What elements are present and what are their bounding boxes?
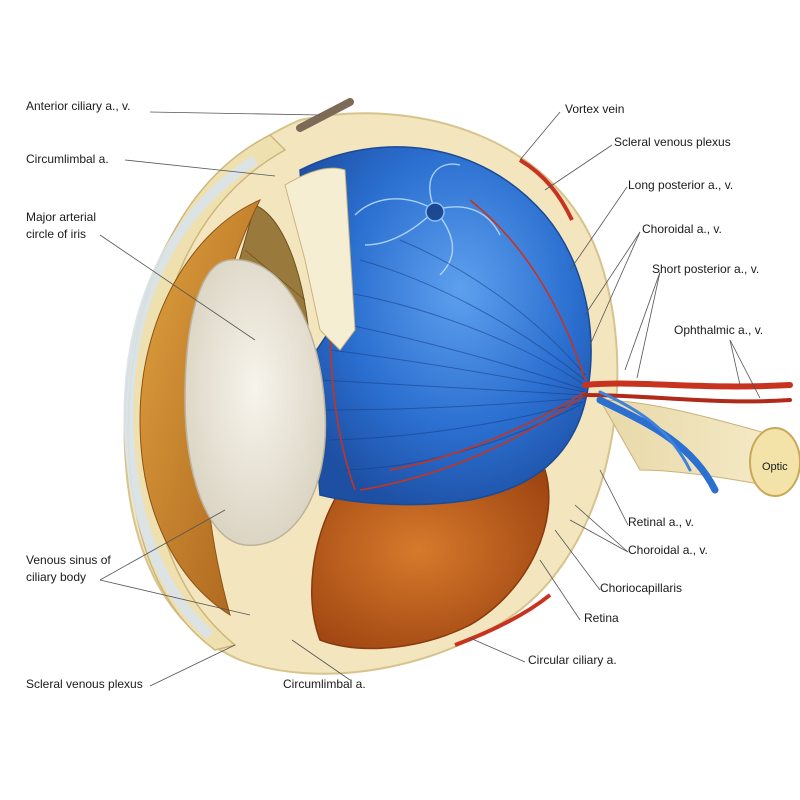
label-venous-sinus: Venous sinus of ciliary body xyxy=(26,553,111,584)
label-choriocapillaris: Choriocapillaris xyxy=(600,581,683,595)
label-major-arterial-circle: Major arterial circle of iris xyxy=(26,210,97,241)
label-retina: Retina xyxy=(584,611,619,625)
vortex-vein xyxy=(354,163,501,276)
choroid-surface xyxy=(299,146,592,506)
label-circumlimbal-bottom: Circumlimbal a. xyxy=(283,677,366,691)
label-optic: Optic xyxy=(762,461,788,473)
label-short-posterior: Short posterior a., v. xyxy=(652,262,760,276)
anterior-ciliary-vessel xyxy=(296,98,354,132)
label-scleral-plexus-top: Scleral venous plexus xyxy=(614,135,731,149)
label-vortex-vein: Vortex vein xyxy=(565,102,625,116)
label-anterior-ciliary: Anterior ciliary a., v. xyxy=(26,99,131,113)
label-choroidal-bottom: Choroidal a., v. xyxy=(628,543,708,557)
lens xyxy=(184,259,327,546)
label-long-posterior: Long posterior a., v. xyxy=(628,178,734,192)
sclera-cut-wedge xyxy=(284,167,356,351)
label-circular-ciliary: Circular ciliary a. xyxy=(528,653,617,667)
label-choroidal-top: Choroidal a., v. xyxy=(642,222,722,236)
cornea-shell xyxy=(123,155,258,639)
scleral-vessel-bottom xyxy=(454,593,552,647)
label-ophthalmic: Ophthalmic a., v. xyxy=(674,323,764,337)
label-retinal: Retinal a., v. xyxy=(628,515,694,529)
label-circumlimbal-top: Circumlimbal a. xyxy=(26,152,109,166)
leader-lines xyxy=(99,111,761,687)
ophthalmic-vessels xyxy=(582,380,793,494)
label-scleral-plexus-bottom: Scleral venous plexus xyxy=(26,677,143,691)
